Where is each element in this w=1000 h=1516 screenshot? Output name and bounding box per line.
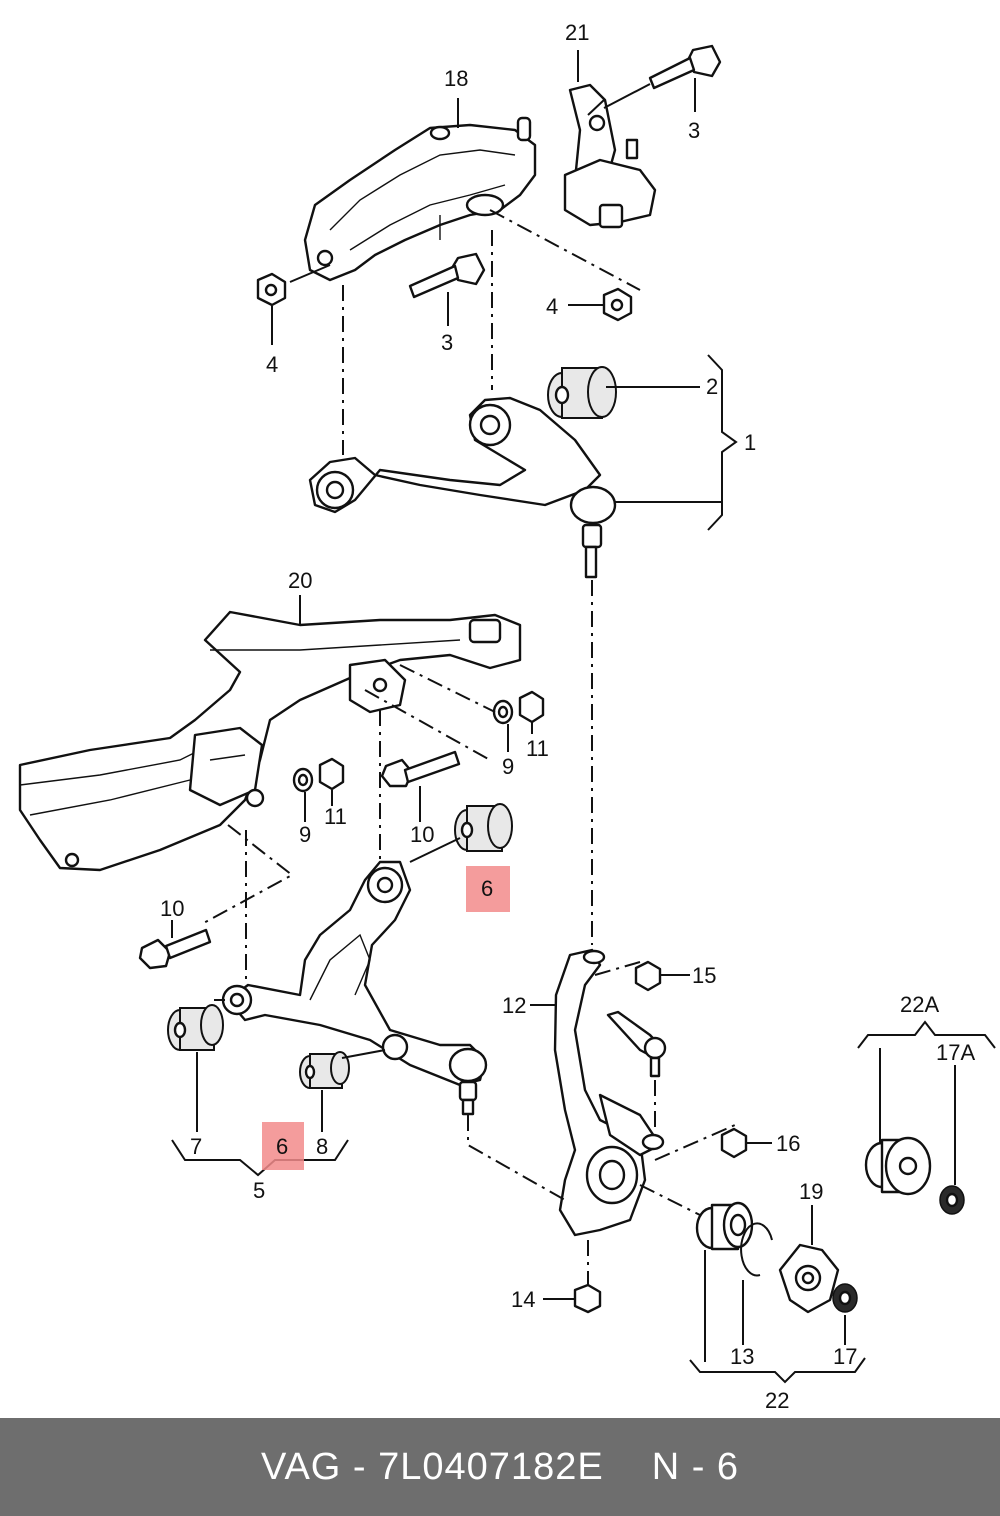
callout-labels: 21 18 3 3 4 4 2 1 20 9 11 9 11 10 6 10 7…	[160, 20, 975, 1413]
circlip	[740, 1222, 773, 1277]
callout-22: 22	[765, 1388, 789, 1413]
callout-21: 21	[565, 20, 589, 45]
washer-left	[292, 767, 314, 793]
nut-14	[573, 1283, 602, 1314]
callout-4-left: 4	[266, 352, 278, 377]
callout-3-lower: 3	[441, 330, 453, 355]
bolt-upper	[603, 44, 722, 109]
callout-10-upper: 10	[410, 822, 434, 847]
callout-10-lower: 10	[160, 896, 184, 921]
nut-left	[256, 272, 287, 307]
callout-8: 8	[316, 1134, 328, 1159]
hub-assembly-22A	[864, 1136, 932, 1196]
wheel-bearing	[695, 1201, 754, 1251]
callout-11-right: 11	[526, 736, 549, 761]
hub-nut-17	[832, 1283, 858, 1313]
part-number-footer: VAG - 7L0407182E N - 6	[0, 1418, 1000, 1516]
callout-5: 5	[253, 1178, 265, 1203]
highlight-6-upper	[466, 866, 510, 912]
diagram-position: N - 6	[651, 1445, 740, 1488]
upper-wishbone	[308, 396, 617, 579]
highlight-6-lower	[262, 1122, 304, 1170]
assembly-lines	[199, 99, 736, 1285]
callout-19: 19	[799, 1179, 823, 1204]
callout-14: 14	[511, 1287, 535, 1312]
nut-right	[602, 287, 633, 322]
callout-4-right: 4	[546, 294, 558, 319]
bolt-middle	[408, 252, 486, 299]
hub-nut-17A	[939, 1185, 965, 1215]
steering-knuckle	[553, 948, 665, 1237]
nut-11-left	[318, 757, 345, 791]
bolt-10-upper	[380, 750, 461, 788]
level-sensor-bracket	[563, 83, 657, 229]
nut-15	[634, 960, 662, 992]
callout-1: 1	[744, 430, 756, 455]
part-number: VAG - 7L0407182E	[260, 1445, 604, 1488]
hub-19	[778, 1243, 840, 1314]
callout-9-left: 9	[299, 822, 311, 847]
callout-13: 13	[730, 1344, 754, 1369]
exploded-suspension-diagram: 21 18 3 3 4 4 2 1 20 9 11 9 11 10 6 10 7…	[18, 20, 996, 1413]
callout-9-right: 9	[502, 754, 514, 779]
callout-18: 18	[444, 66, 468, 91]
nut-11-right	[518, 690, 545, 724]
callout-leaders	[171, 50, 996, 1384]
bushing-6	[454, 803, 513, 852]
callout-12: 12	[502, 993, 526, 1018]
washer-right	[492, 699, 514, 725]
callout-22A-label: 22A	[900, 992, 939, 1017]
callout-7: 7	[190, 1134, 202, 1159]
callout-11-left: 11	[324, 804, 347, 829]
nut-16	[720, 1127, 748, 1159]
callout-3-upper: 3	[688, 118, 700, 143]
wheelhouse-bracket	[303, 116, 537, 282]
bushing-8	[299, 1051, 350, 1089]
callout-2: 2	[706, 374, 718, 399]
callout-17: 17	[833, 1344, 857, 1369]
subframe	[18, 610, 522, 872]
callout-6-lower: 6	[276, 1134, 288, 1159]
bolt-10-lower	[138, 928, 212, 970]
callout-16: 16	[776, 1131, 800, 1156]
lower-wishbone	[221, 860, 488, 1116]
bushing-7	[167, 1004, 224, 1051]
callout-20: 20	[288, 568, 312, 593]
tie-rod-end	[606, 1010, 667, 1078]
callout-15: 15	[692, 963, 716, 988]
callout-17A: 17A	[936, 1040, 975, 1065]
upper-bushing	[547, 366, 617, 419]
callout-6-upper: 6	[481, 876, 493, 901]
